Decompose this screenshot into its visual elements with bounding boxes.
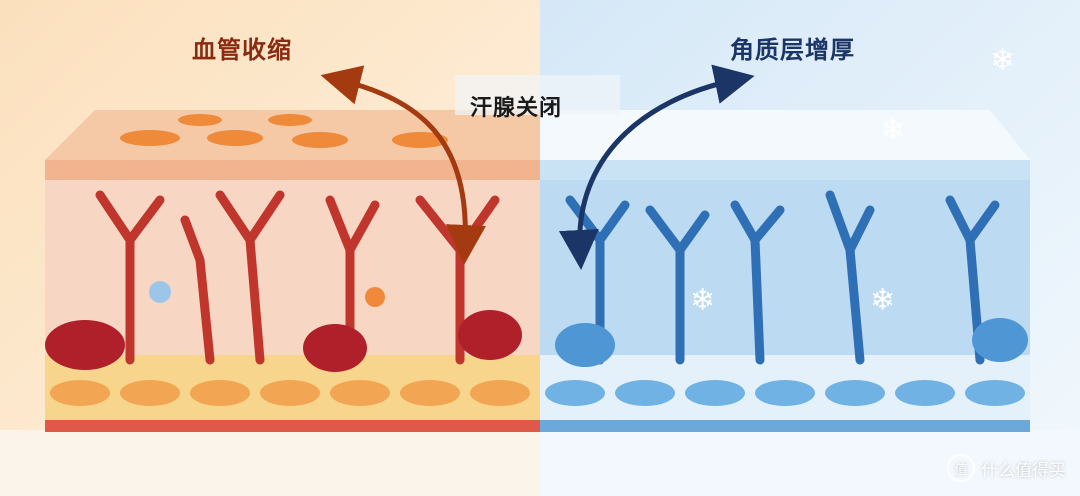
cool-side: ❄ ❄ ❄ ❄	[540, 0, 1080, 496]
stratum-corneum-thickening-label: 角质层增厚	[730, 36, 855, 64]
sweat-gland-closed-label: 汗腺关闭	[470, 96, 563, 121]
direction-arrows	[320, 64, 755, 270]
watermark: 值 什么值得买	[947, 454, 1066, 482]
svg-text:❄: ❄	[990, 43, 1015, 78]
warm-side	[0, 0, 540, 496]
svg-text:❄: ❄	[880, 113, 905, 148]
watermark-text: 什么值得买	[981, 460, 1066, 481]
svg-text:❄: ❄	[870, 283, 895, 318]
vasoconstriction-label: 血管收缩	[192, 36, 292, 64]
svg-text:❄: ❄	[690, 283, 715, 318]
watermark-logo-icon: 值	[947, 454, 975, 482]
